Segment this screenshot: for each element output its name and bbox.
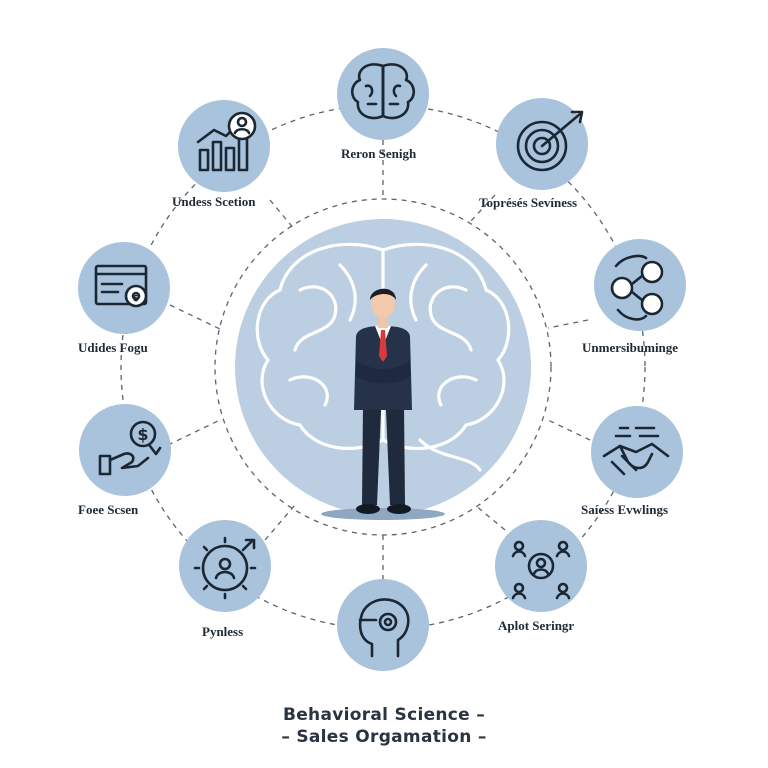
title-line-1: Behavioral Science – xyxy=(282,705,486,725)
node-left-lower[interactable]: $ xyxy=(79,404,171,496)
node-top[interactable] xyxy=(337,48,429,140)
handshake-icon xyxy=(602,426,670,476)
spoke-connectors xyxy=(167,140,591,590)
node-top-right[interactable] xyxy=(496,98,588,190)
node-bottom[interactable] xyxy=(337,579,429,671)
hand-money-icon: $ xyxy=(98,420,162,476)
label-right-upper: Unmersibuminge xyxy=(582,340,679,355)
node-left-upper[interactable]: $ xyxy=(78,242,170,334)
label-right-lower: Saíess Evwlings xyxy=(581,502,669,517)
label-top-left: Undess Scetion xyxy=(172,194,256,209)
label-left-lower: Foee Scsen xyxy=(78,502,139,517)
node-right-lower[interactable] xyxy=(591,406,683,498)
businessman-figure xyxy=(354,288,412,514)
svg-text:$: $ xyxy=(137,425,148,444)
node-right-upper[interactable] xyxy=(594,239,686,331)
network-cycle-icon xyxy=(610,254,664,321)
bar-chart-person-icon xyxy=(196,111,257,172)
label-top-right: Toprésés Sevíness xyxy=(479,195,578,210)
node-bottom-right[interactable] xyxy=(495,520,587,612)
svg-text:$: $ xyxy=(133,294,139,304)
title-line-2: – Sales Orgamation – xyxy=(281,727,487,747)
target-icon xyxy=(516,110,584,172)
label-left-upper: Udides Fogu xyxy=(78,340,148,355)
figure-shadow xyxy=(321,508,445,520)
brain-icon xyxy=(350,63,416,120)
node-bottom-left[interactable] xyxy=(179,520,271,612)
center-brain-illustration xyxy=(255,242,511,472)
head-profile-icon xyxy=(358,598,410,658)
people-network-icon xyxy=(511,540,571,600)
label-bottom-left: Pynless xyxy=(202,624,244,639)
label-top: Reron Senigh xyxy=(341,146,417,161)
browser-gear-icon: $ xyxy=(94,264,148,308)
gear-person-icon xyxy=(193,536,257,600)
label-bottom-right: Aplot Seringr xyxy=(498,618,575,633)
node-top-left[interactable] xyxy=(178,100,270,192)
